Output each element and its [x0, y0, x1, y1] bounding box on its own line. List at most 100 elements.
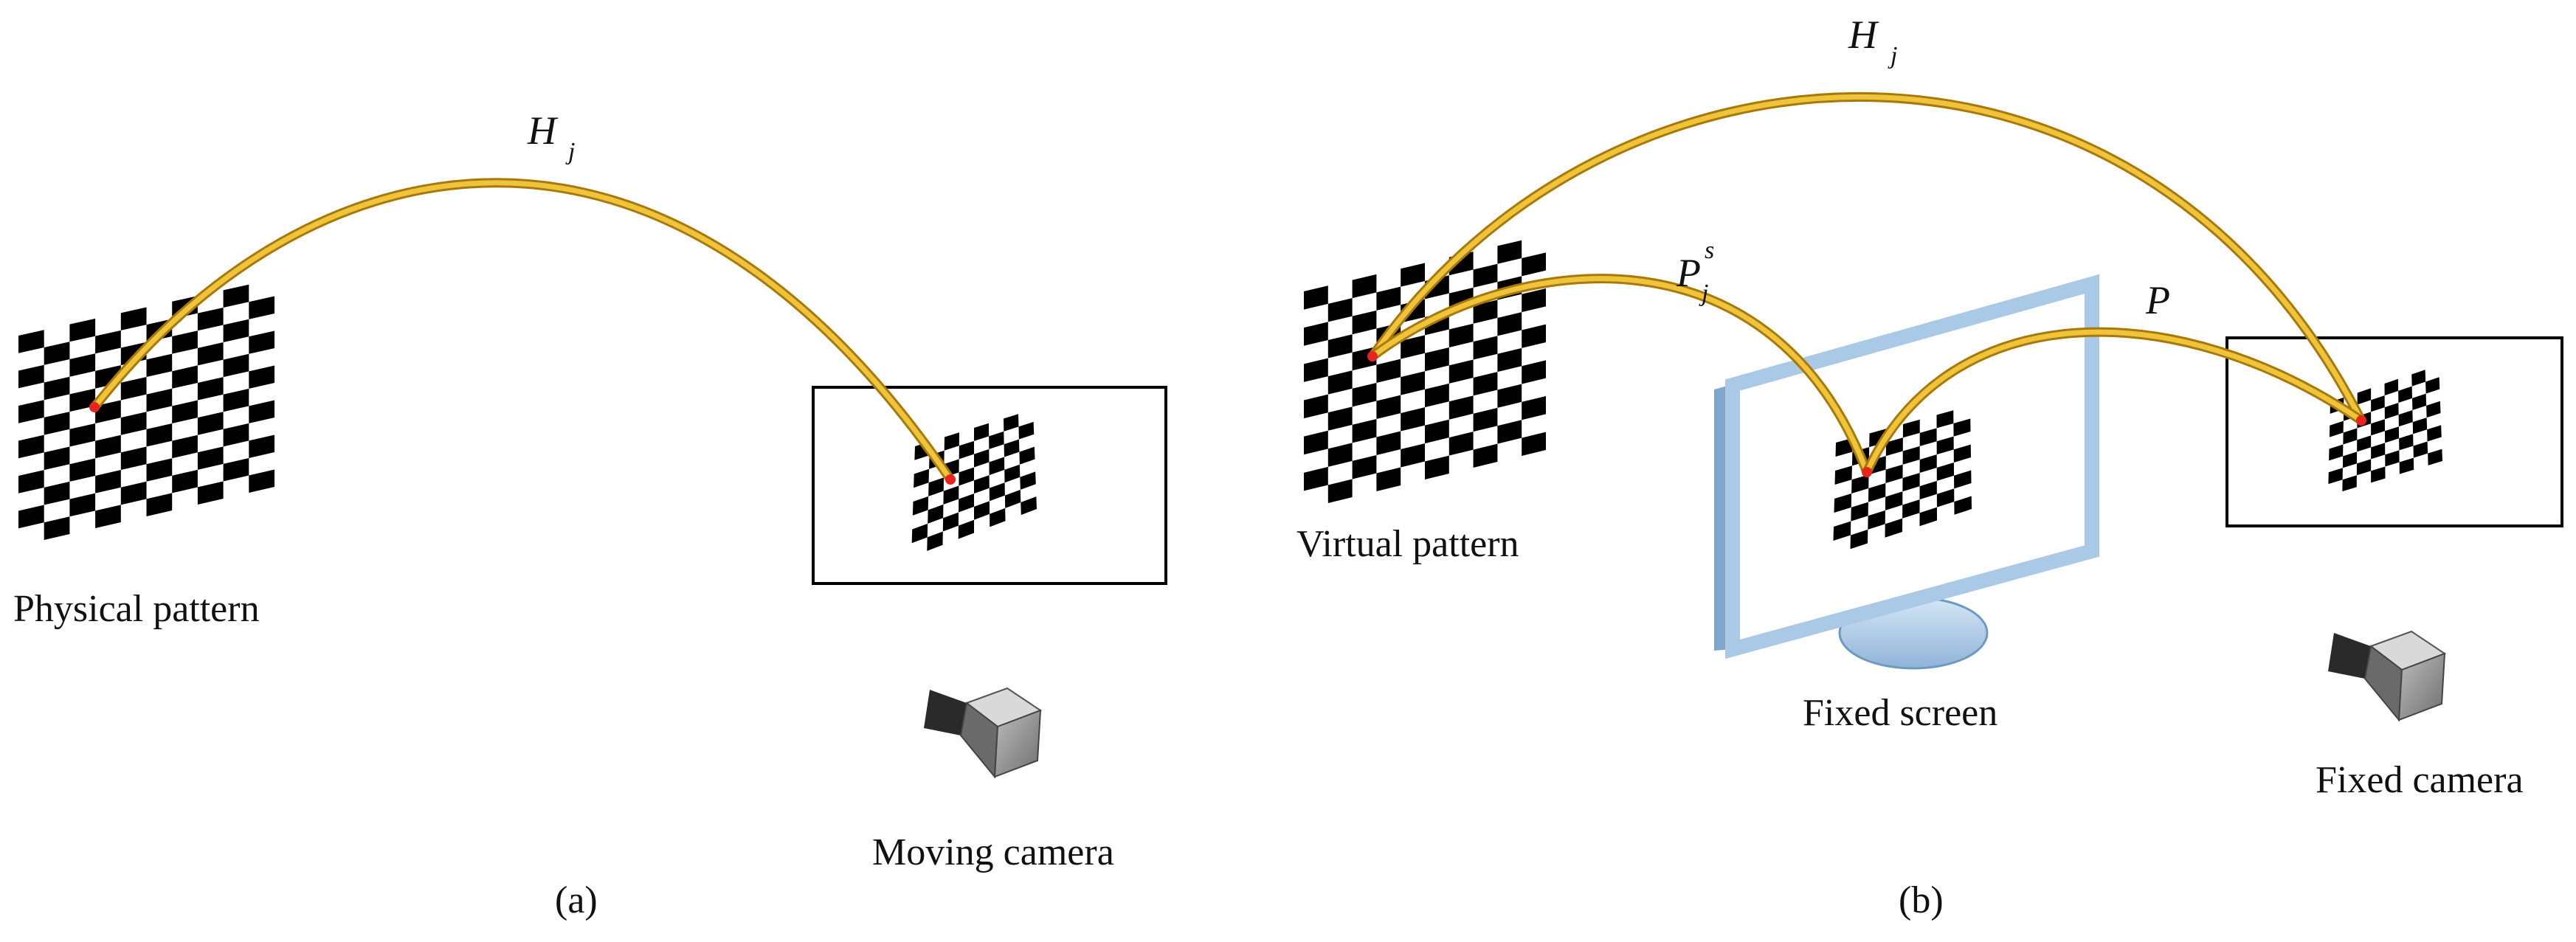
checker-square: [69, 388, 96, 412]
moving-camera-label: Moving camera: [872, 831, 1114, 873]
checker-square: [1327, 370, 1353, 395]
checker-square: [249, 434, 274, 458]
homography-label-b: H j: [1848, 13, 1897, 69]
checker-square: [1522, 324, 1546, 348]
checker-square: [172, 400, 198, 423]
checker-square: [1376, 467, 1401, 491]
checker-square: [197, 412, 224, 435]
checker-square: [1401, 371, 1425, 395]
checker-square: [1522, 360, 1546, 384]
checker-square: [1473, 299, 1498, 324]
checker-square: [120, 412, 147, 435]
checker-square: [1304, 358, 1328, 382]
checker-square: [1327, 479, 1353, 503]
checker-square: [2371, 443, 2386, 460]
checker-square: [146, 423, 173, 447]
checker-square: [2384, 378, 2399, 396]
checker-square: [1919, 428, 1937, 446]
virtual-pattern: [1304, 240, 1546, 503]
checker-square: [172, 434, 198, 459]
moving-camera-image-pattern: [911, 414, 1037, 551]
checker-square: [1401, 263, 1425, 287]
checker-square: [197, 377, 224, 401]
checker-square: [989, 457, 1005, 476]
checker-square: [1885, 518, 1903, 538]
checker-square: [1954, 496, 1972, 515]
checker-square: [928, 504, 944, 524]
checker-square: [1885, 437, 1903, 457]
checker-square: [18, 470, 44, 493]
moving-camera-icon: [924, 687, 1043, 779]
checker-square: [249, 365, 274, 389]
image-point-a: [945, 474, 956, 485]
checker-square: [990, 508, 1006, 527]
checker-square: [1902, 419, 1920, 438]
fixed-camera-icon: [2328, 630, 2447, 722]
checker-square: [2412, 418, 2428, 434]
checker-square: [1352, 310, 1377, 335]
panel-b-caption: (b): [1899, 879, 1944, 921]
checker-square: [44, 481, 70, 505]
checker-square: [2329, 420, 2344, 437]
checker-square: [223, 319, 249, 343]
checker-square: [18, 505, 44, 529]
checker-square: [1497, 420, 1522, 444]
checker-square: [2371, 419, 2385, 436]
checker-square: [1902, 473, 1920, 492]
panel-a-caption: (a): [555, 879, 598, 921]
checker-square: [172, 365, 198, 389]
checker-square: [1021, 496, 1037, 516]
checker-square: [120, 377, 147, 401]
checker-square: [1004, 439, 1020, 457]
checker-square: [95, 330, 121, 354]
checker-square: [249, 330, 274, 354]
checker-square: [1304, 394, 1328, 419]
checker-square: [1834, 493, 1852, 513]
svg-text:H: H: [527, 108, 559, 153]
fixed-camera-label: Fixed camera: [2316, 759, 2524, 801]
checker-square: [1304, 430, 1328, 455]
checker-square: [44, 376, 70, 401]
checker-square: [1448, 432, 1474, 456]
checker-square: [146, 388, 173, 412]
checker-square: [223, 284, 249, 308]
checker-square: [2385, 450, 2400, 467]
checker-square: [44, 412, 70, 435]
checker-square: [2428, 449, 2442, 465]
checker-square: [2426, 401, 2441, 418]
checker-square: [18, 330, 44, 353]
checker-square: [249, 296, 274, 319]
checker-square: [95, 400, 121, 423]
checker-square: [1522, 288, 1546, 313]
fixed-camera-image-frame: [2225, 336, 2563, 527]
checker-square: [1473, 336, 1498, 360]
checker-square: [912, 496, 929, 516]
checker-square: [1352, 382, 1377, 407]
checker-square: [2398, 409, 2413, 427]
checker-square: [1376, 286, 1401, 311]
checker-square: [1953, 444, 1971, 463]
checker-square: [1401, 335, 1425, 359]
checker-square: [197, 481, 224, 505]
checker-square: [1953, 418, 1971, 437]
checker-square: [2399, 457, 2414, 474]
checker-square: [2371, 466, 2386, 483]
checker-square: [1304, 466, 1328, 491]
checker-square: [1851, 502, 1868, 522]
checker-square: [1522, 396, 1546, 420]
fixed-screen-monitor: [1714, 274, 2099, 670]
checker-square: [1522, 252, 1546, 277]
fixed-screen-label: Fixed screen: [1803, 692, 1997, 734]
screen-pose-arc: [1370, 274, 1872, 474]
svg-text:H: H: [1848, 13, 1879, 57]
checker-square: [1448, 323, 1474, 347]
svg-text:s: s: [1705, 237, 1714, 264]
checker-square: [1919, 480, 1937, 500]
camera-pose-arc: [1862, 327, 2364, 474]
checker-square: [1425, 419, 1449, 444]
checker-square: [1327, 443, 1353, 467]
checker-square: [1473, 443, 1498, 468]
physical-pattern: [18, 284, 274, 540]
checker-square: [2342, 451, 2358, 468]
checker-square: [69, 353, 96, 377]
